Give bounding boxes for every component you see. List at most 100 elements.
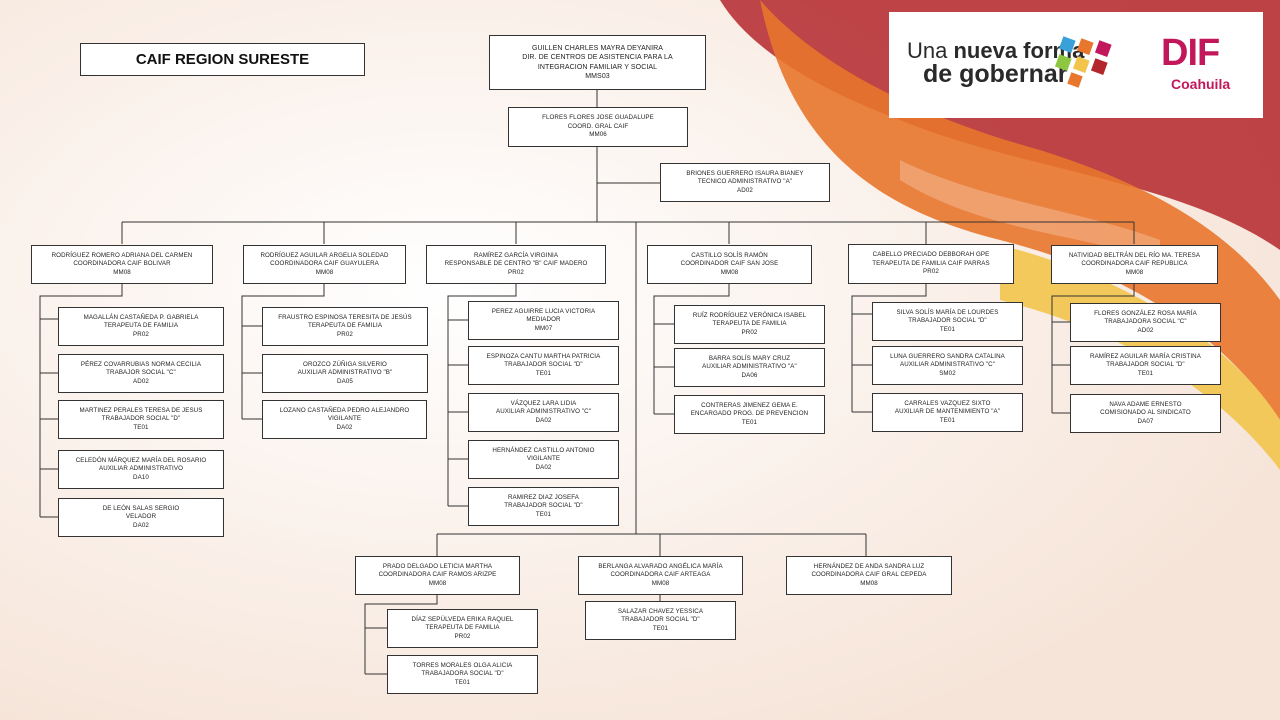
- node-person-name: RUÍZ RODRÍGUEZ VERÓNICA ISABEL: [692, 311, 807, 319]
- node-code: MM08: [1125, 268, 1144, 276]
- node-person-name: LUNA GUERRERO SANDRA CATALINA: [890, 352, 1005, 360]
- logo-banner: Una nueva forma de gobernar DIF Coahuila: [889, 12, 1263, 118]
- node-code: TE01: [1137, 369, 1154, 377]
- node-person-name: CABELLO PRECIADO DEBBORAH GPE: [872, 251, 990, 259]
- node-position: TRABAJOR SOCIAL "C": [106, 369, 176, 377]
- node-person-name: ESPINOZA CANTU MARTHA PATRICIA: [486, 352, 601, 360]
- node-person-name: HERNÁNDEZ CASTILLO ANTONIO: [492, 446, 595, 454]
- node-c4c: CONTRERAS JIMENEZ GEMA E.ENCARGADO PROG.…: [674, 395, 825, 434]
- node-code: MM07: [534, 324, 553, 332]
- node-person-name: SILVA SOLÍS MARÍA DE LOURDES: [896, 308, 999, 316]
- node-code: TE01: [535, 369, 552, 377]
- node-code: MM08: [860, 579, 878, 587]
- node-code: DA05: [337, 377, 353, 385]
- node-person-name: PÉREZ COVARRUBIAS NORMA CECILIA: [80, 360, 202, 368]
- node-person-name: FLORES FLORES JOSE GUADALUPE: [542, 114, 654, 122]
- node-person-name: TORRES MORALES OLGA ALICIA: [412, 661, 513, 669]
- node-code: TE01: [454, 678, 471, 686]
- node-position: TRABAJADOR SOCIAL "D": [908, 317, 987, 325]
- node-code: PR02: [454, 632, 471, 640]
- node-person-name: DÍAZ SEPÚLVEDA ERIKA RAQUEL: [411, 615, 514, 623]
- node-person-name: RODRÍGUEZ AGUILAR ARGELIA SOLEDAD: [260, 251, 389, 259]
- node-position: VIGILANTE: [327, 415, 362, 423]
- node-position: VELADOR: [125, 513, 157, 521]
- node-person-name: RAMÍREZ AGUILAR MARÍA CRISTINA: [1090, 352, 1201, 360]
- node-code: PR02: [508, 268, 524, 276]
- node-person-name: FLORES GONZÁLEZ ROSA MARÍA: [1094, 309, 1197, 317]
- node-code: MMS03: [585, 72, 610, 80]
- node-code: MM08: [428, 579, 447, 587]
- bg-curve-peach: [900, 160, 1160, 260]
- dif-logo-subtitle: Coahuila: [1171, 76, 1231, 92]
- node-person-name: RAMÍREZ GARCÍA VIRGINIA: [473, 251, 559, 259]
- node-position: COORDINADORA CAIF GUAYULERA: [270, 260, 379, 268]
- node-code: MM08: [720, 268, 739, 276]
- node-position: AUXILIAR ADMINISTRATIVO "A": [702, 363, 797, 371]
- node-code: DA07: [1137, 417, 1154, 425]
- node-position: TRABAJADORA SOCIAL "C": [1104, 318, 1187, 326]
- node-position: COORDINADORA CAIF RAMOS ARIZPE: [378, 571, 497, 579]
- node-code: DA06: [741, 371, 758, 379]
- node-person-name: BRIONES GUERRERO ISAURA BIANEY: [686, 169, 804, 177]
- node-person-name: PRADO DELGADO LETICIA MARTHA: [382, 562, 493, 570]
- node-code: MM08: [315, 268, 334, 276]
- node-person-name: HERNÁNDEZ DE ANDA SANDRA LUZ: [813, 562, 925, 570]
- node-position: TERAPEUTA DE FAMILIA: [307, 322, 383, 330]
- node-position: TRABAJADOR SOCIAL "D": [504, 502, 583, 510]
- node-code: DA02: [133, 521, 149, 529]
- node-code: AD02: [133, 377, 149, 385]
- node-position: INTEGRACION FAMILIAR Y SOCIAL: [537, 63, 658, 71]
- node-person-name: GUILLEN CHARLES MAYRA DEYANIRA: [531, 44, 664, 52]
- node-person-name: RAMIREZ DIAZ JOSEFA: [507, 493, 579, 501]
- node-position: COMISIONADO AL SINDICATO: [1100, 409, 1191, 417]
- node-position: COORDINADORA CAIF BOLIVAR: [73, 260, 171, 268]
- node-code: TE01: [741, 418, 758, 426]
- node-person-name: CELEDÓN MÁRQUEZ MARÍA DEL ROSARIO: [75, 456, 207, 464]
- node-person-name: SALAZAR CHAVEZ YESSICA: [617, 607, 704, 615]
- node-position: COORD. GRAL CAIF: [567, 122, 629, 130]
- node-position: TRABAJADORA SOCIAL "D": [421, 670, 504, 678]
- node-code: TE01: [939, 416, 956, 424]
- bg-curve-yellow: [1000, 245, 1280, 470]
- node-position: TERAPEUTA DE FAMILIA: [712, 320, 787, 328]
- node-position: AUXILIAR ADMINISTRATIVO: [98, 465, 183, 473]
- node-code: TE01: [652, 624, 669, 632]
- node-position: MEDIADOR: [526, 316, 561, 324]
- node-person-name: BERLANGA ALVARADO ANGÉLICA MARÍA: [598, 562, 723, 570]
- node-code: TE01: [133, 423, 149, 431]
- node-position: TERAPEUTA DE FAMILIA: [425, 624, 500, 632]
- node-code: MM08: [651, 579, 670, 587]
- node-position: VIGILANTE: [526, 455, 561, 463]
- node-position: TRABAJADOR SOCIAL "D": [1106, 361, 1185, 369]
- node-code: MM08: [113, 268, 131, 276]
- node-position: COORDINADORA CAIF ARTEAGA: [610, 571, 711, 579]
- node-position: COORDINADORA CAIF REPUBLICA: [1081, 260, 1188, 268]
- colored-squares-logo: [1054, 36, 1112, 88]
- node-position: TRABAJADOR SOCIAL "D": [101, 415, 181, 423]
- node-code: PR02: [337, 330, 353, 338]
- node-code: MM06: [589, 131, 607, 139]
